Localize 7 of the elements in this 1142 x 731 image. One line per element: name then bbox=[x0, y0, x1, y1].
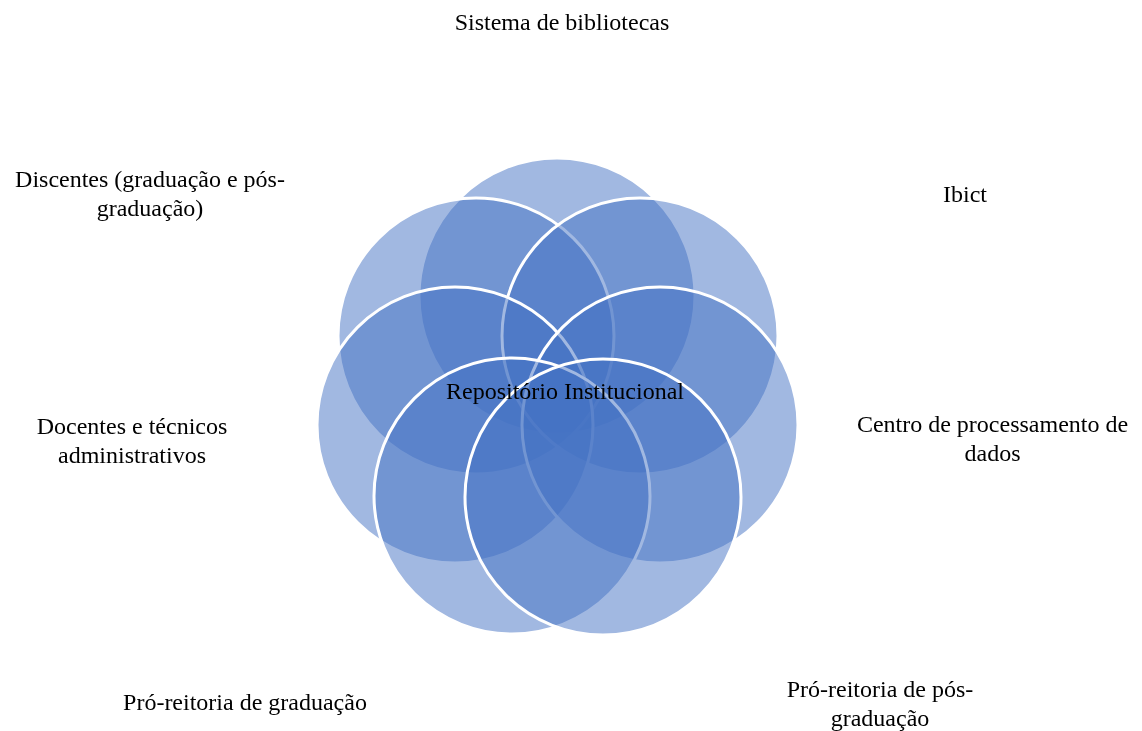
category-label: Discentes (graduação e pós-graduação) bbox=[15, 165, 285, 223]
category-label: Pró-reitoria de pós-graduação bbox=[785, 675, 975, 731]
category-label: Centro de processamento de dados bbox=[855, 410, 1130, 468]
category-label: Ibict bbox=[942, 180, 988, 209]
category-label: Docentes e técnicos administrativos bbox=[35, 412, 229, 470]
category-label: Sistema de bibliotecas bbox=[453, 8, 671, 37]
category-label: Pró-reitoria de graduação bbox=[122, 688, 368, 717]
